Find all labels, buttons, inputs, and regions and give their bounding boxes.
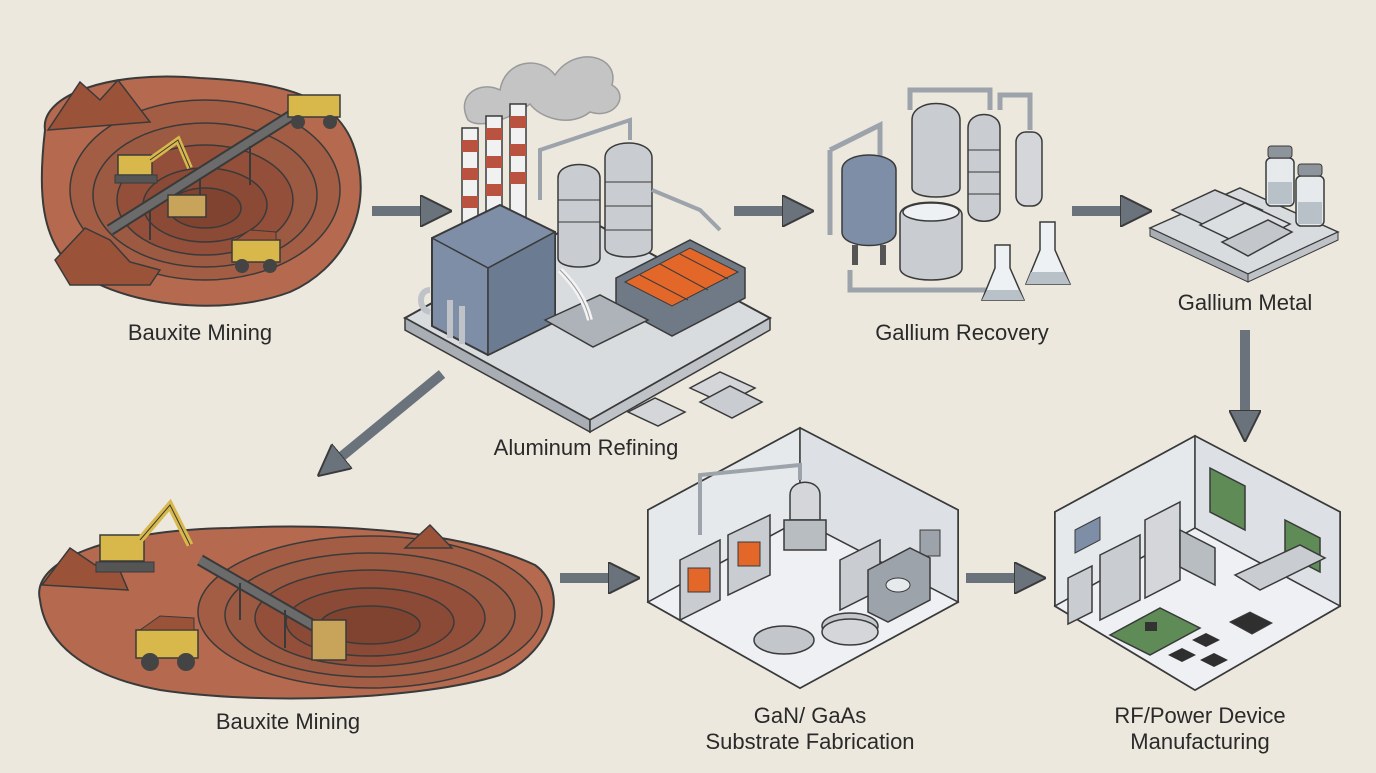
node-label-gallium-recovery: Gallium Recovery <box>875 320 1049 345</box>
node-label-substrate-fabrication: GaN/ GaAs Substrate Fabrication <box>680 703 940 755</box>
arrow-refining-to-mining-bottom <box>330 370 446 466</box>
open-pit-mine-icon <box>40 75 362 307</box>
node-label-aluminum-refining: Aluminum Refining <box>493 435 679 460</box>
substrate-label-line-2: Substrate Fabrication <box>705 729 915 754</box>
metal-ingots-icon <box>1148 145 1340 283</box>
refinery-plant-icon <box>402 56 773 434</box>
node-label-bauxite-mining-bottom: Bauxite Mining <box>215 709 361 734</box>
node-label-bauxite-mining-top: Bauxite Mining <box>127 320 273 345</box>
open-pit-mine-icon <box>38 498 555 700</box>
electronics-factory-icon <box>1053 434 1342 692</box>
chemical-lab-icon <box>827 87 1072 301</box>
node-label-gallium-metal: Gallium Metal <box>1177 290 1313 315</box>
node-label-device-manufacturing: RF/Power Device Manufacturing <box>1090 703 1310 755</box>
flow-arrows <box>330 211 1245 578</box>
cleanroom-fab-icon <box>646 426 960 690</box>
substrate-label-line-1: GaN/ GaAs <box>753 703 867 728</box>
device-label-line-2: Manufacturing <box>1130 729 1270 754</box>
device-label-line-1: RF/Power Device <box>1114 703 1286 728</box>
